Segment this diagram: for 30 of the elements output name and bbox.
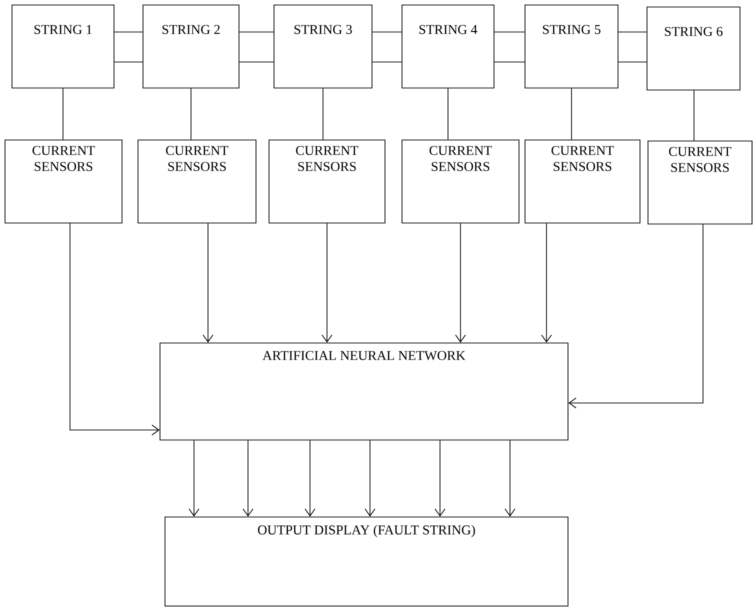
string-box: STRING 1	[12, 4, 114, 88]
string-box: STRING 5	[524, 4, 618, 88]
sensor-box: CURRENT SENSORS	[4, 140, 122, 224]
string-box: STRING 3	[274, 4, 372, 88]
connector	[322, 88, 324, 140]
network-box: ARTIFICIAL NEURAL NETWORK	[160, 342, 568, 440]
connector	[434, 440, 446, 517]
connector	[571, 88, 572, 140]
connector	[455, 223, 466, 343]
sensor-box: CURRENT SENSORS	[648, 140, 752, 224]
connector	[70, 223, 160, 436]
sensor-box: CURRENT SENSORS	[402, 140, 520, 224]
string-box: STRING 2	[142, 4, 240, 88]
sensor-box: CURRENT SENSORS	[268, 140, 386, 224]
connector	[541, 223, 552, 343]
string-box: STRING 4	[402, 4, 494, 88]
output-box: OUTPUT DISPLAY (FAULT STRING)	[164, 516, 568, 606]
connector	[62, 88, 64, 140]
connector	[242, 440, 254, 517]
connector	[568, 224, 704, 408]
string-box: STRING 6	[646, 6, 740, 90]
connector	[504, 440, 516, 517]
connector	[322, 223, 332, 343]
connector	[188, 440, 200, 517]
connector	[190, 88, 192, 140]
connector	[202, 223, 214, 343]
sensor-box: CURRENT SENSORS	[138, 140, 256, 224]
connector	[364, 440, 376, 517]
connector	[304, 440, 316, 517]
sensor-box: CURRENT SENSORS	[524, 140, 640, 224]
